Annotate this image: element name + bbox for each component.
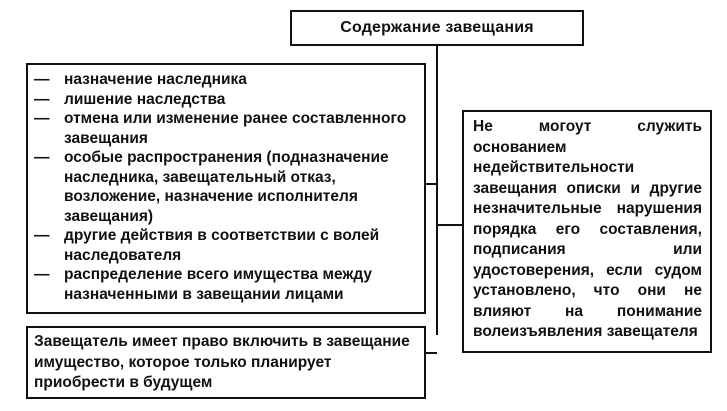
list-item: —особые распространения (подназначение н… — [34, 149, 389, 225]
connector-to-note — [426, 352, 437, 354]
list-item: —назначение наследника — [34, 71, 247, 88]
list-item: —другие действия в соответствии с волей … — [34, 227, 380, 264]
future-property-note-box: Завещатель имеет право включить в завеща… — [26, 326, 426, 399]
invalidity-note-box: Не могоут служить основанием недействите… — [462, 110, 712, 353]
diagram-title: Содержание завещания — [340, 19, 534, 36]
dash-marker: — — [34, 90, 50, 108]
dash-marker: — — [34, 110, 50, 127]
connector-to-list — [426, 183, 437, 185]
diagram-title-box: Содержание завещания — [290, 10, 584, 46]
connector-to-right — [436, 224, 463, 226]
list-item: —лишение наследства — [34, 90, 226, 108]
dash-marker: — — [34, 71, 50, 88]
list-item: —распределение всего имущества между наз… — [34, 266, 372, 303]
future-property-note: Завещатель имеет право включить в завеща… — [34, 333, 410, 391]
dash-marker: — — [34, 149, 50, 166]
list-item: —отмена или изменение ранее составленног… — [34, 110, 407, 147]
dash-marker: — — [34, 266, 50, 283]
invalidity-note: Не могоут служить основанием недействите… — [473, 118, 702, 340]
dash-marker: — — [34, 227, 50, 244]
connector-title-down — [436, 46, 438, 335]
will-contents-list-box: —назначение наследника —лишение наследст… — [26, 63, 426, 314]
will-contents-list: —назначение наследника —лишение наследст… — [34, 70, 418, 304]
